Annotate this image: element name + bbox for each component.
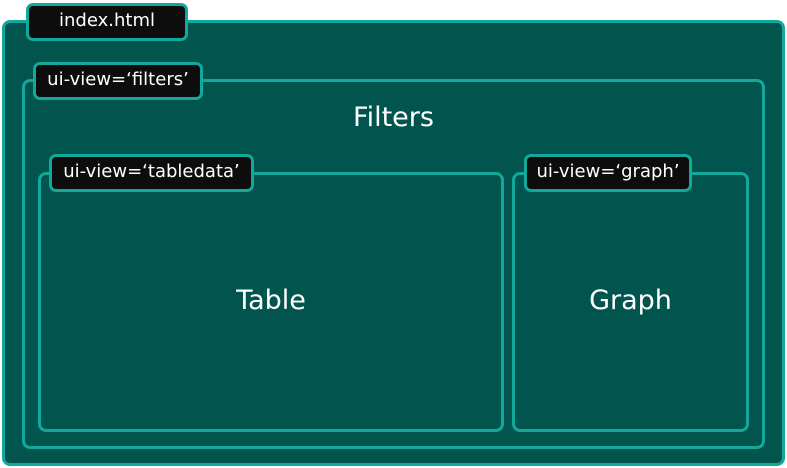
graph-view-container [512, 172, 749, 432]
index-html-tag: index.html [26, 3, 188, 41]
filters-view-tag: ui-view=‘filters’ [33, 62, 203, 100]
tabledata-view-container [38, 172, 504, 432]
filters-title: Filters [353, 102, 434, 133]
table-title: Table [236, 285, 306, 316]
tabledata-view-tag: ui-view=‘tabledata’ [49, 154, 254, 192]
graph-view-tag: ui-view=‘graph’ [524, 154, 692, 192]
graph-title: Graph [589, 285, 672, 316]
